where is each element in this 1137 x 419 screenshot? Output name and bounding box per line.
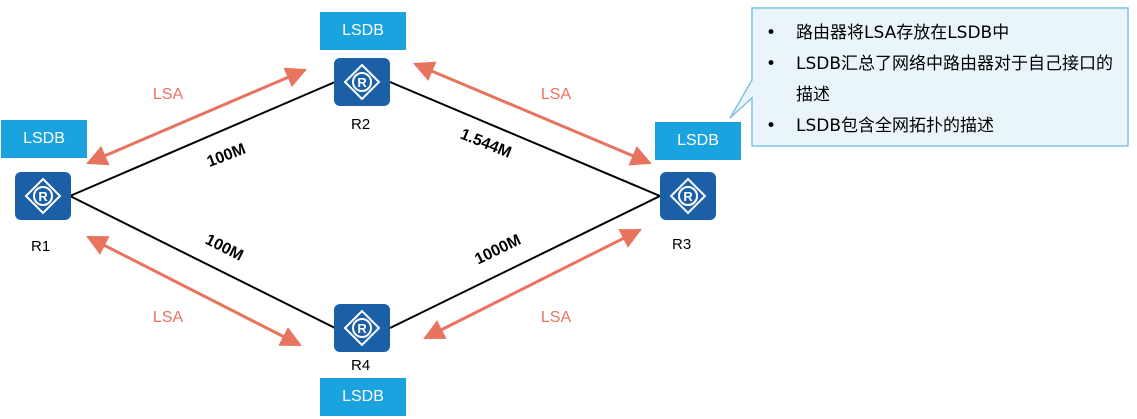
callout-list: 路由器将LSA存放在LSDB中 LSDB汇总了网络中路由器对于自己接口的描述 L… xyxy=(766,18,1126,142)
link-r1-r4 xyxy=(69,195,336,329)
link-label-r4-r3: 1000M xyxy=(472,232,523,269)
lsa-label-r1-r2: LSA xyxy=(153,86,184,103)
lsa-arrow-r1-r2 xyxy=(86,67,307,166)
link-r2-r3 xyxy=(389,81,661,197)
callout-item: LSDB包含全网拓扑的描述 xyxy=(766,111,1126,142)
lsdb-box-r1: LSDB xyxy=(1,120,87,158)
router-label-r4: R4 xyxy=(351,357,371,374)
link-label-r1-r2: 100M xyxy=(205,141,248,171)
link-r1-r2 xyxy=(69,81,336,197)
lsa-label-r2-r3: LSA xyxy=(541,86,572,103)
router-icon-r1 xyxy=(14,171,72,221)
lsa-arrow-r2-r3 xyxy=(413,61,652,166)
router-label-r3: R3 xyxy=(672,236,692,253)
lsdb-box-r3: LSDB xyxy=(655,122,741,160)
callout-item: 路由器将LSA存放在LSDB中 xyxy=(766,18,1126,49)
link-label-r1-r4: 100M xyxy=(202,231,245,264)
callout-item: LSDB汇总了网络中路由器对于自己接口的描述 xyxy=(766,49,1126,111)
lsa-label-r1-r4: LSA xyxy=(153,309,184,326)
router-label-r1: R1 xyxy=(31,238,51,255)
lsdb-box-r2: LSDB xyxy=(320,12,406,50)
lsdb-box-r4: LSDB xyxy=(320,378,406,416)
lsa-arrow-r1-r4 xyxy=(86,235,302,347)
lsa-arrow-r4-r3 xyxy=(423,228,642,340)
link-r4-r3 xyxy=(389,195,661,329)
router-icon-r4 xyxy=(333,303,391,353)
router-label-r2: R2 xyxy=(351,116,371,133)
lsa-label-r4-r3: LSA xyxy=(541,309,572,326)
router-icon-r3 xyxy=(659,171,717,221)
router-icon-r2 xyxy=(333,57,391,107)
